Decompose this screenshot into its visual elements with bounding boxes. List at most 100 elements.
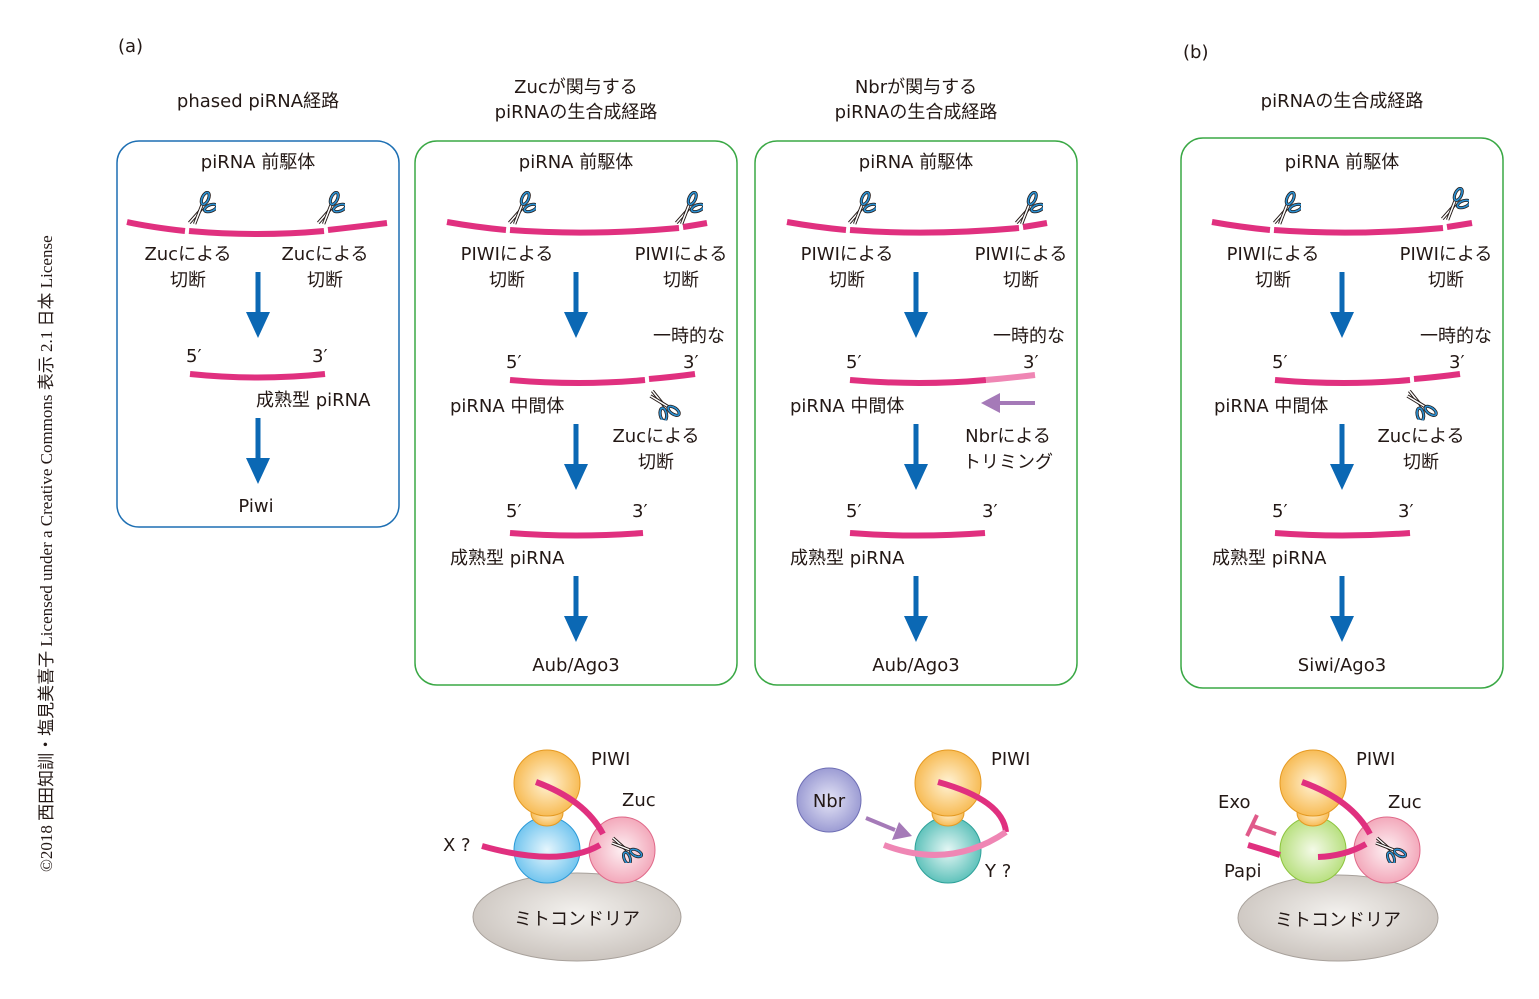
zuc-title-line2: piRNAの生合成経路: [495, 102, 658, 123]
panel-b-title: piRNAの生合成経路: [1261, 91, 1424, 112]
zuc-loaded-into: Aub/Ago3: [532, 655, 619, 676]
zuc-precursor-strand: [446, 219, 708, 236]
nbr-mature-strand: [849, 530, 986, 539]
b-mature-strand: [1274, 530, 1411, 539]
nbr-loaded-into: Aub/Ago3: [872, 655, 959, 676]
down-arrow-icon: [904, 424, 928, 490]
down-arrow-icon: [904, 272, 928, 338]
nbr-arrow-icon: [865, 816, 912, 840]
nbr-trim-label: Nbrによる: [965, 426, 1051, 447]
zuc-intermediate-label: piRNA 中間体: [450, 396, 564, 417]
nbr-pathway-box: [754, 140, 1078, 686]
zuc-precursor-label: piRNA 前駆体: [519, 152, 633, 173]
b-mature-label: 成熟型 piRNA: [1212, 548, 1327, 569]
b-cut-right-label: PIWIによる: [1400, 244, 1493, 265]
five-prime-label: 5′: [846, 501, 862, 522]
down-arrow-icon: [1330, 272, 1354, 338]
b-cut-left-label-2: 切断: [1255, 270, 1291, 291]
down-arrow-icon: [564, 576, 588, 642]
phased-cut-left-label-2: 切断: [170, 270, 206, 291]
nbr-cut-right-label-2: 切断: [1003, 270, 1039, 291]
down-arrow-icon: [564, 272, 588, 338]
piwi-protein: [513, 749, 581, 817]
down-arrow-icon: [1330, 424, 1354, 490]
b-transient-label: 一時的な: [1420, 326, 1492, 347]
mitochondria: [1237, 874, 1439, 962]
nbr-mature-label: 成熟型 piRNA: [790, 548, 905, 569]
scissors-icon: [1402, 389, 1442, 423]
phased-cut-left-label: Zucによる: [144, 244, 231, 265]
panel-b-label: (b): [1183, 42, 1208, 63]
scissors-icon: [847, 191, 876, 225]
x-unknown-label: X ?: [443, 835, 471, 856]
b-intermediate-strand: [1274, 371, 1461, 386]
phased-title: phased piRNA経路: [177, 91, 339, 112]
b-trim-label: Zucによる: [1377, 426, 1464, 447]
rna-strand: [1317, 841, 1368, 860]
nbr-intermediate-label: piRNA 中間体: [790, 396, 904, 417]
down-arrow-icon: [904, 576, 928, 642]
five-prime-label: 5′: [1272, 352, 1288, 373]
papi-protein: [1279, 816, 1347, 884]
five-prime-label: 5′: [1272, 501, 1288, 522]
nbr-complex: Nbr PIWI Y ?: [796, 749, 1030, 884]
phased-cut-right-label-2: 切断: [307, 270, 343, 291]
zuc-mature-strand: [509, 530, 644, 539]
rna-strand: [937, 779, 1009, 833]
b-complex: ミトコンドリア PIWI Zuc Exo Papi: [1218, 749, 1439, 962]
piwi-label: PIWI: [1356, 749, 1395, 770]
five-prime-label: 5′: [186, 346, 202, 367]
zuc-label: Zuc: [622, 790, 656, 811]
zuc-pathway-box: [414, 140, 738, 686]
five-prime-label: 5′: [506, 352, 522, 373]
five-prime-label: 5′: [506, 501, 522, 522]
exo-inhibition-icon: [1245, 814, 1277, 837]
b-precursor-strand: [1211, 219, 1473, 236]
piwi-label: PIWI: [591, 749, 630, 770]
scissors-icon: [187, 191, 216, 225]
scissors-icon: [674, 191, 703, 225]
b-trim-label-2: 切断: [1403, 452, 1439, 473]
panel-a-label: (a): [118, 36, 143, 57]
nbr-trimming-arrow-icon: [981, 393, 1035, 413]
phased-cut-right-label: Zucによる: [281, 244, 368, 265]
nbr-precursor-strand: [786, 219, 1048, 236]
three-prime-label: 3′: [982, 501, 998, 522]
zuc-label: Zuc: [1388, 792, 1422, 813]
piwi-label: PIWI: [991, 749, 1030, 770]
papi-label: Papi: [1224, 861, 1262, 882]
zuc-trim-label-2: 切断: [638, 452, 674, 473]
mitochondria-label: ミトコンドリア: [1275, 910, 1401, 931]
nbr-title-line1: Nbrが関与する: [855, 77, 977, 98]
phased-pathway-box: [116, 140, 400, 528]
nbr-intermediate-strand: [849, 372, 1036, 386]
y-unknown-label: Y ?: [984, 861, 1011, 882]
b-cut-left-label: PIWIによる: [1227, 244, 1320, 265]
exo-label: Exo: [1218, 792, 1250, 813]
nbr-cut-left-label: PIWIによる: [801, 244, 894, 265]
nbr-label: Nbr: [813, 791, 846, 812]
nbr-cut-right-label: PIWIによる: [975, 244, 1068, 265]
three-prime-label: 3′: [312, 346, 328, 367]
b-precursor-label: piRNA 前駆体: [1285, 152, 1399, 173]
three-prime-label: 3′: [1398, 501, 1414, 522]
three-prime-label: 3′: [1449, 352, 1465, 373]
rna-strand: [534, 779, 606, 836]
b-loaded-into: Siwi/Ago3: [1298, 655, 1386, 676]
b-cut-right-label-2: 切断: [1428, 270, 1464, 291]
rna-strand-trimmed: [882, 829, 1008, 858]
mitochondria-label: ミトコンドリア: [514, 909, 640, 930]
down-arrow-icon: [246, 418, 270, 484]
phased-loaded-into: Piwi: [238, 496, 273, 517]
b-intermediate-label: piRNA 中間体: [1214, 396, 1328, 417]
down-arrow-icon: [246, 272, 270, 338]
nbr-precursor-label: piRNA 前駆体: [859, 152, 973, 173]
three-prime-label: 3′: [683, 352, 699, 373]
scissors-icon: [507, 191, 536, 225]
nbr-protein: [796, 767, 862, 833]
zuc-mature-label: 成熟型 piRNA: [450, 548, 565, 569]
zuc-cut-right-label: PIWIによる: [635, 244, 728, 265]
three-prime-label: 3′: [632, 501, 648, 522]
mitochondria: [472, 872, 682, 962]
